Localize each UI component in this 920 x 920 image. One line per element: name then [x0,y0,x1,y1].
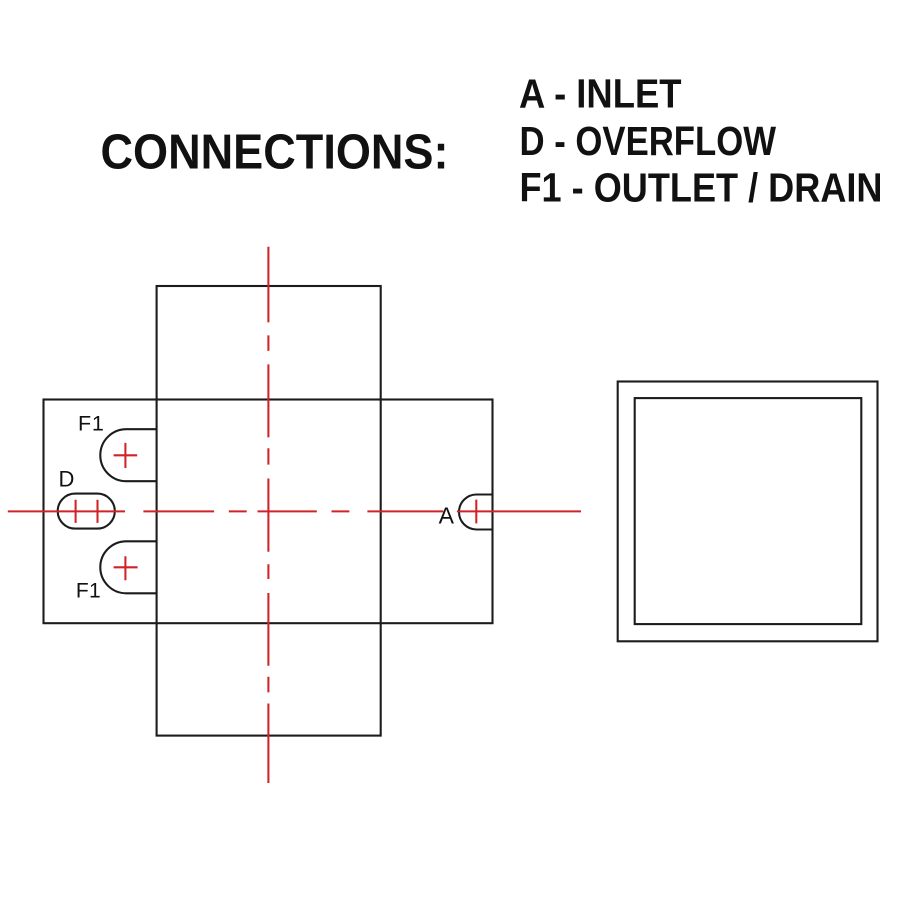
svg-text:D - OVERFLOW: D - OVERFLOW [520,118,777,164]
svg-text:F1: F1 [78,412,105,436]
svg-text:D: D [59,466,75,491]
svg-text:F1: F1 [76,580,101,603]
svg-text:A: A [439,502,455,528]
svg-text:A - INLET: A - INLET [519,70,682,116]
svg-text:CONNECTIONS:: CONNECTIONS: [101,125,449,180]
svg-text:F1 - OUTLET / DRAIN: F1 - OUTLET / DRAIN [520,164,883,210]
